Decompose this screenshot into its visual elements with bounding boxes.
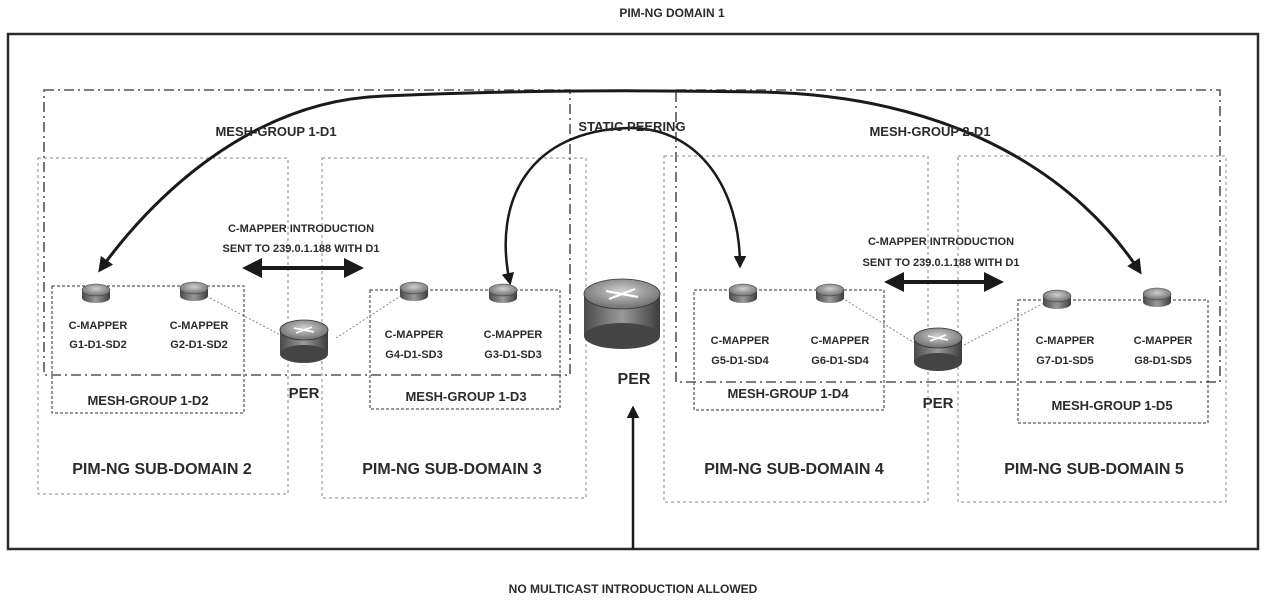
- subdomain-5-boundary: [957, 155, 1227, 503]
- cmapper-label-g2: C-MAPPER G2-D1-SD2: [170, 320, 229, 351]
- mesh-group-1-d3-boundary: [369, 289, 561, 410]
- svg-text:G7-D1-SD5: G7-D1-SD5: [1036, 355, 1093, 367]
- mesh-arc-left: [98, 94, 385, 273]
- cmapper-label-g3: C-MAPPER G3-D1-SD3: [484, 329, 543, 361]
- introduction-left-line2: SENT TO 239.0.1.188 WITH D1: [223, 243, 380, 255]
- svg-text:C-MAPPER: C-MAPPER: [711, 335, 770, 347]
- svg-text:C-MAPPER: C-MAPPER: [1036, 335, 1095, 347]
- mesh-group-1-d2-boundary: [51, 285, 245, 414]
- no-multicast-introduction-label: NO MULTICAST INTRODUCTION ALLOWED: [509, 582, 758, 596]
- router-icon-g5[interactable]: [728, 283, 758, 303]
- subdomain-4-label: PIM-NG SUB-DOMAIN 4: [704, 461, 884, 478]
- static-peering-arc-left: [501, 126, 631, 286]
- svg-text:G3-D1-SD3: G3-D1-SD3: [484, 349, 541, 361]
- mesh-group-2-d1-boundary: [675, 89, 1221, 383]
- domain-title: PIM-NG DOMAIN 1: [619, 6, 725, 20]
- cmapper-label-g1: C-MAPPER G1-D1-SD2: [69, 320, 128, 351]
- introduction-right-line2: SENT TO 239.0.1.188 WITH D1: [863, 257, 1020, 269]
- router-icon-g8[interactable]: [1142, 287, 1172, 307]
- subdomain-2-label: PIM-NG SUB-DOMAIN 2: [72, 461, 252, 478]
- subdomain-5-label: PIM-NG SUB-DOMAIN 5: [1004, 461, 1184, 478]
- mesh-group-1-d4-label: MESH-GROUP 1-D4: [727, 386, 849, 401]
- svg-text:C-MAPPER: C-MAPPER: [811, 335, 870, 347]
- svg-text:C-MAPPER: C-MAPPER: [1134, 335, 1193, 347]
- subdomain-4-boundary: [663, 155, 929, 503]
- cmapper-label-g8: C-MAPPER G8-D1-SD5: [1134, 335, 1193, 367]
- mesh-arc-top: [383, 89, 761, 98]
- link-per-right-g7: [963, 301, 1047, 346]
- per-router-right-icon[interactable]: [913, 327, 963, 371]
- router-icon-g4[interactable]: [399, 281, 429, 301]
- mesh-group-1-d5-boundary: [1017, 299, 1209, 424]
- svg-text:G8-D1-SD5: G8-D1-SD5: [1134, 355, 1191, 367]
- subdomain-2-boundary: [37, 157, 289, 495]
- per-router-center-icon[interactable]: [583, 278, 661, 349]
- cmapper-label-g7: C-MAPPER G7-D1-SD5: [1036, 335, 1095, 367]
- introduction-left-line1: C-MAPPER INTRODUCTION: [228, 223, 374, 235]
- subdomain-3-label: PIM-NG SUB-DOMAIN 3: [362, 461, 542, 478]
- mesh-group-1-d1-label: MESH-GROUP 1-D1: [215, 124, 336, 139]
- link-g6-per-right: [841, 297, 919, 346]
- mesh-group-1-d1-boundary: [43, 89, 571, 376]
- per-router-left-icon[interactable]: [279, 319, 329, 363]
- mesh-group-1-d5-label: MESH-GROUP 1-D5: [1051, 398, 1172, 413]
- svg-text:C-MAPPER: C-MAPPER: [69, 320, 128, 332]
- svg-text:G5-D1-SD4: G5-D1-SD4: [711, 355, 769, 367]
- svg-text:G4-D1-SD3: G4-D1-SD3: [385, 349, 442, 361]
- per-left-label: PER: [289, 385, 320, 402]
- mesh-group-2-d1-label: MESH-GROUP 2-D1: [869, 124, 990, 139]
- svg-text:C-MAPPER: C-MAPPER: [484, 329, 543, 341]
- svg-text:G1-D1-SD2: G1-D1-SD2: [69, 339, 126, 351]
- mesh-group-1-d2-label: MESH-GROUP 1-D2: [87, 393, 208, 408]
- link-g2-per-left: [209, 297, 287, 339]
- cmapper-label-g6: C-MAPPER G6-D1-SD4: [811, 335, 870, 367]
- introduction-right-line1: C-MAPPER INTRODUCTION: [868, 236, 1014, 248]
- svg-text:G2-D1-SD2: G2-D1-SD2: [170, 339, 227, 351]
- mesh-arc-right: [759, 90, 1142, 275]
- mesh-group-1-d4-boundary: [693, 289, 885, 411]
- per-center-label: PER: [618, 371, 651, 388]
- svg-text:C-MAPPER: C-MAPPER: [170, 320, 229, 332]
- router-icon-g7[interactable]: [1042, 289, 1072, 309]
- router-icon-g1[interactable]: [81, 283, 111, 303]
- svg-text:G6-D1-SD4: G6-D1-SD4: [811, 355, 869, 367]
- per-right-label: PER: [923, 395, 954, 412]
- router-icon-g6[interactable]: [815, 283, 845, 303]
- cmapper-label-g5: C-MAPPER G5-D1-SD4: [711, 335, 770, 367]
- static-peering-arc-right: [629, 126, 747, 269]
- static-peering-label: STATIC PEERING: [578, 119, 685, 134]
- router-icon-g3[interactable]: [488, 283, 518, 303]
- mesh-group-1-d3-label: MESH-GROUP 1-D3: [405, 389, 526, 404]
- svg-text:C-MAPPER: C-MAPPER: [385, 329, 444, 341]
- subdomain-3-boundary: [321, 157, 587, 499]
- link-per-left-g4: [335, 294, 403, 339]
- router-icon-g2[interactable]: [179, 281, 209, 301]
- cmapper-label-g4: C-MAPPER G4-D1-SD3: [385, 329, 444, 361]
